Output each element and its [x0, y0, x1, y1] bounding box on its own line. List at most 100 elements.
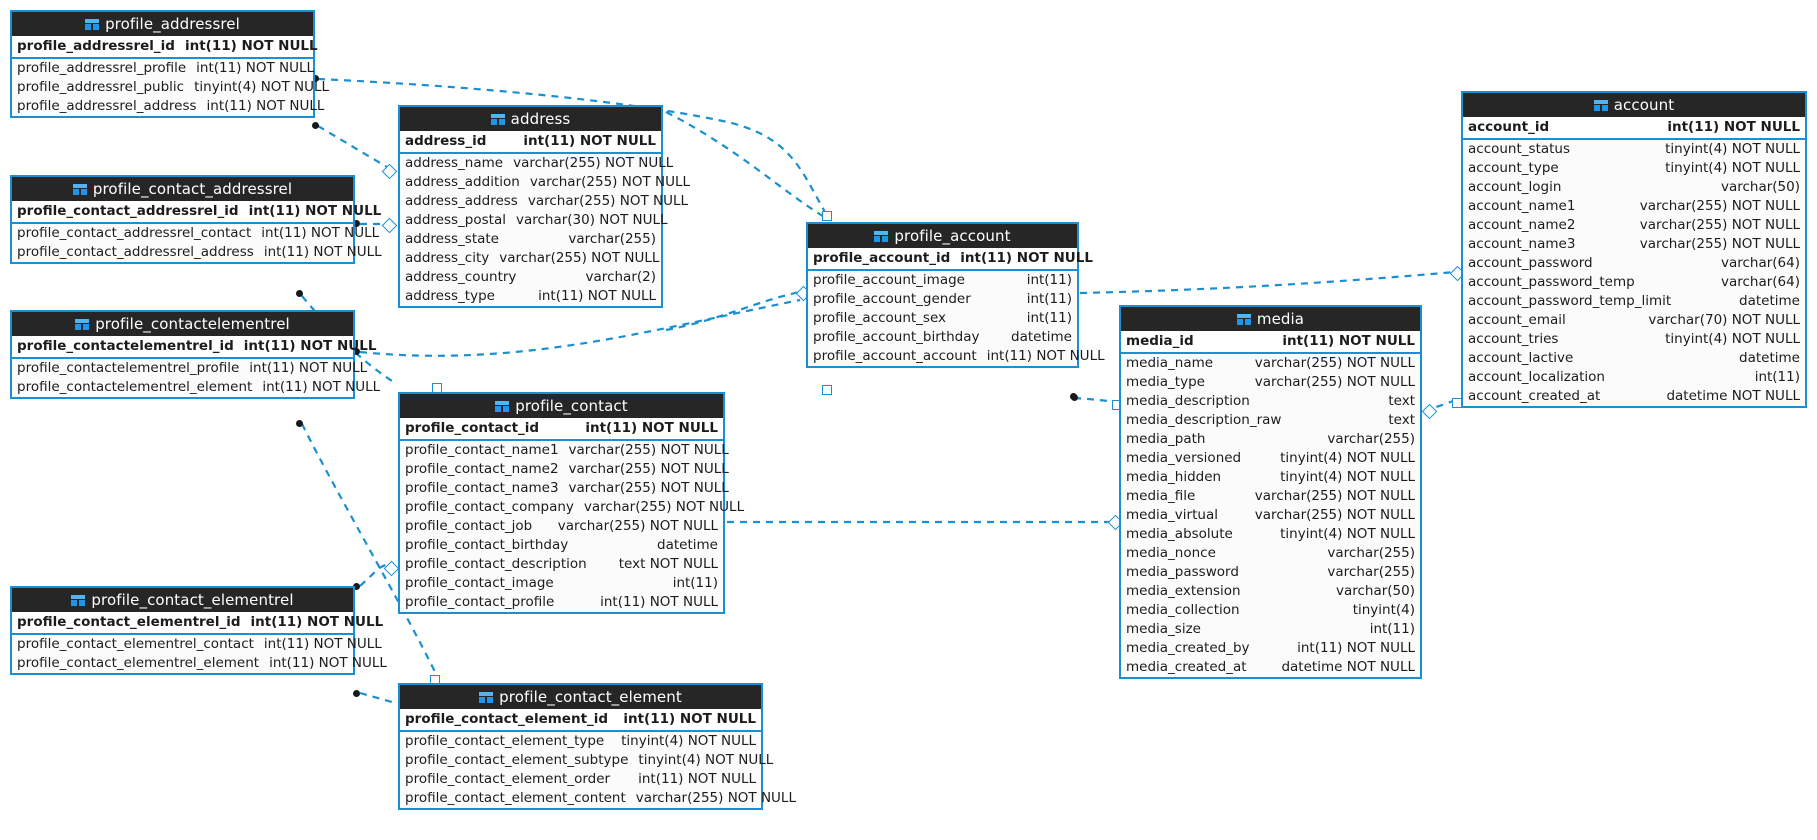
- entity-title[interactable]: profile_account: [808, 224, 1077, 248]
- entity-title[interactable]: profile_contactelementrel: [12, 312, 353, 336]
- entity-title[interactable]: profile_contact: [400, 394, 723, 418]
- entity-title[interactable]: address: [400, 107, 661, 131]
- entity-title[interactable]: profile_addressrel: [12, 12, 313, 36]
- column-type: varchar(255): [1327, 545, 1415, 561]
- entity-title[interactable]: profile_contact_element: [400, 685, 761, 709]
- relation-endpoint-dot: [353, 583, 360, 590]
- entity-title[interactable]: account: [1463, 93, 1805, 117]
- column-type: tinyint(4) NOT NULL: [1665, 160, 1800, 176]
- column-name: profile_account_image: [813, 272, 965, 288]
- entity-title[interactable]: profile_contact_addressrel: [12, 177, 353, 201]
- entity-title[interactable]: media: [1121, 307, 1420, 331]
- entity-title[interactable]: profile_contact_elementrel: [12, 588, 353, 612]
